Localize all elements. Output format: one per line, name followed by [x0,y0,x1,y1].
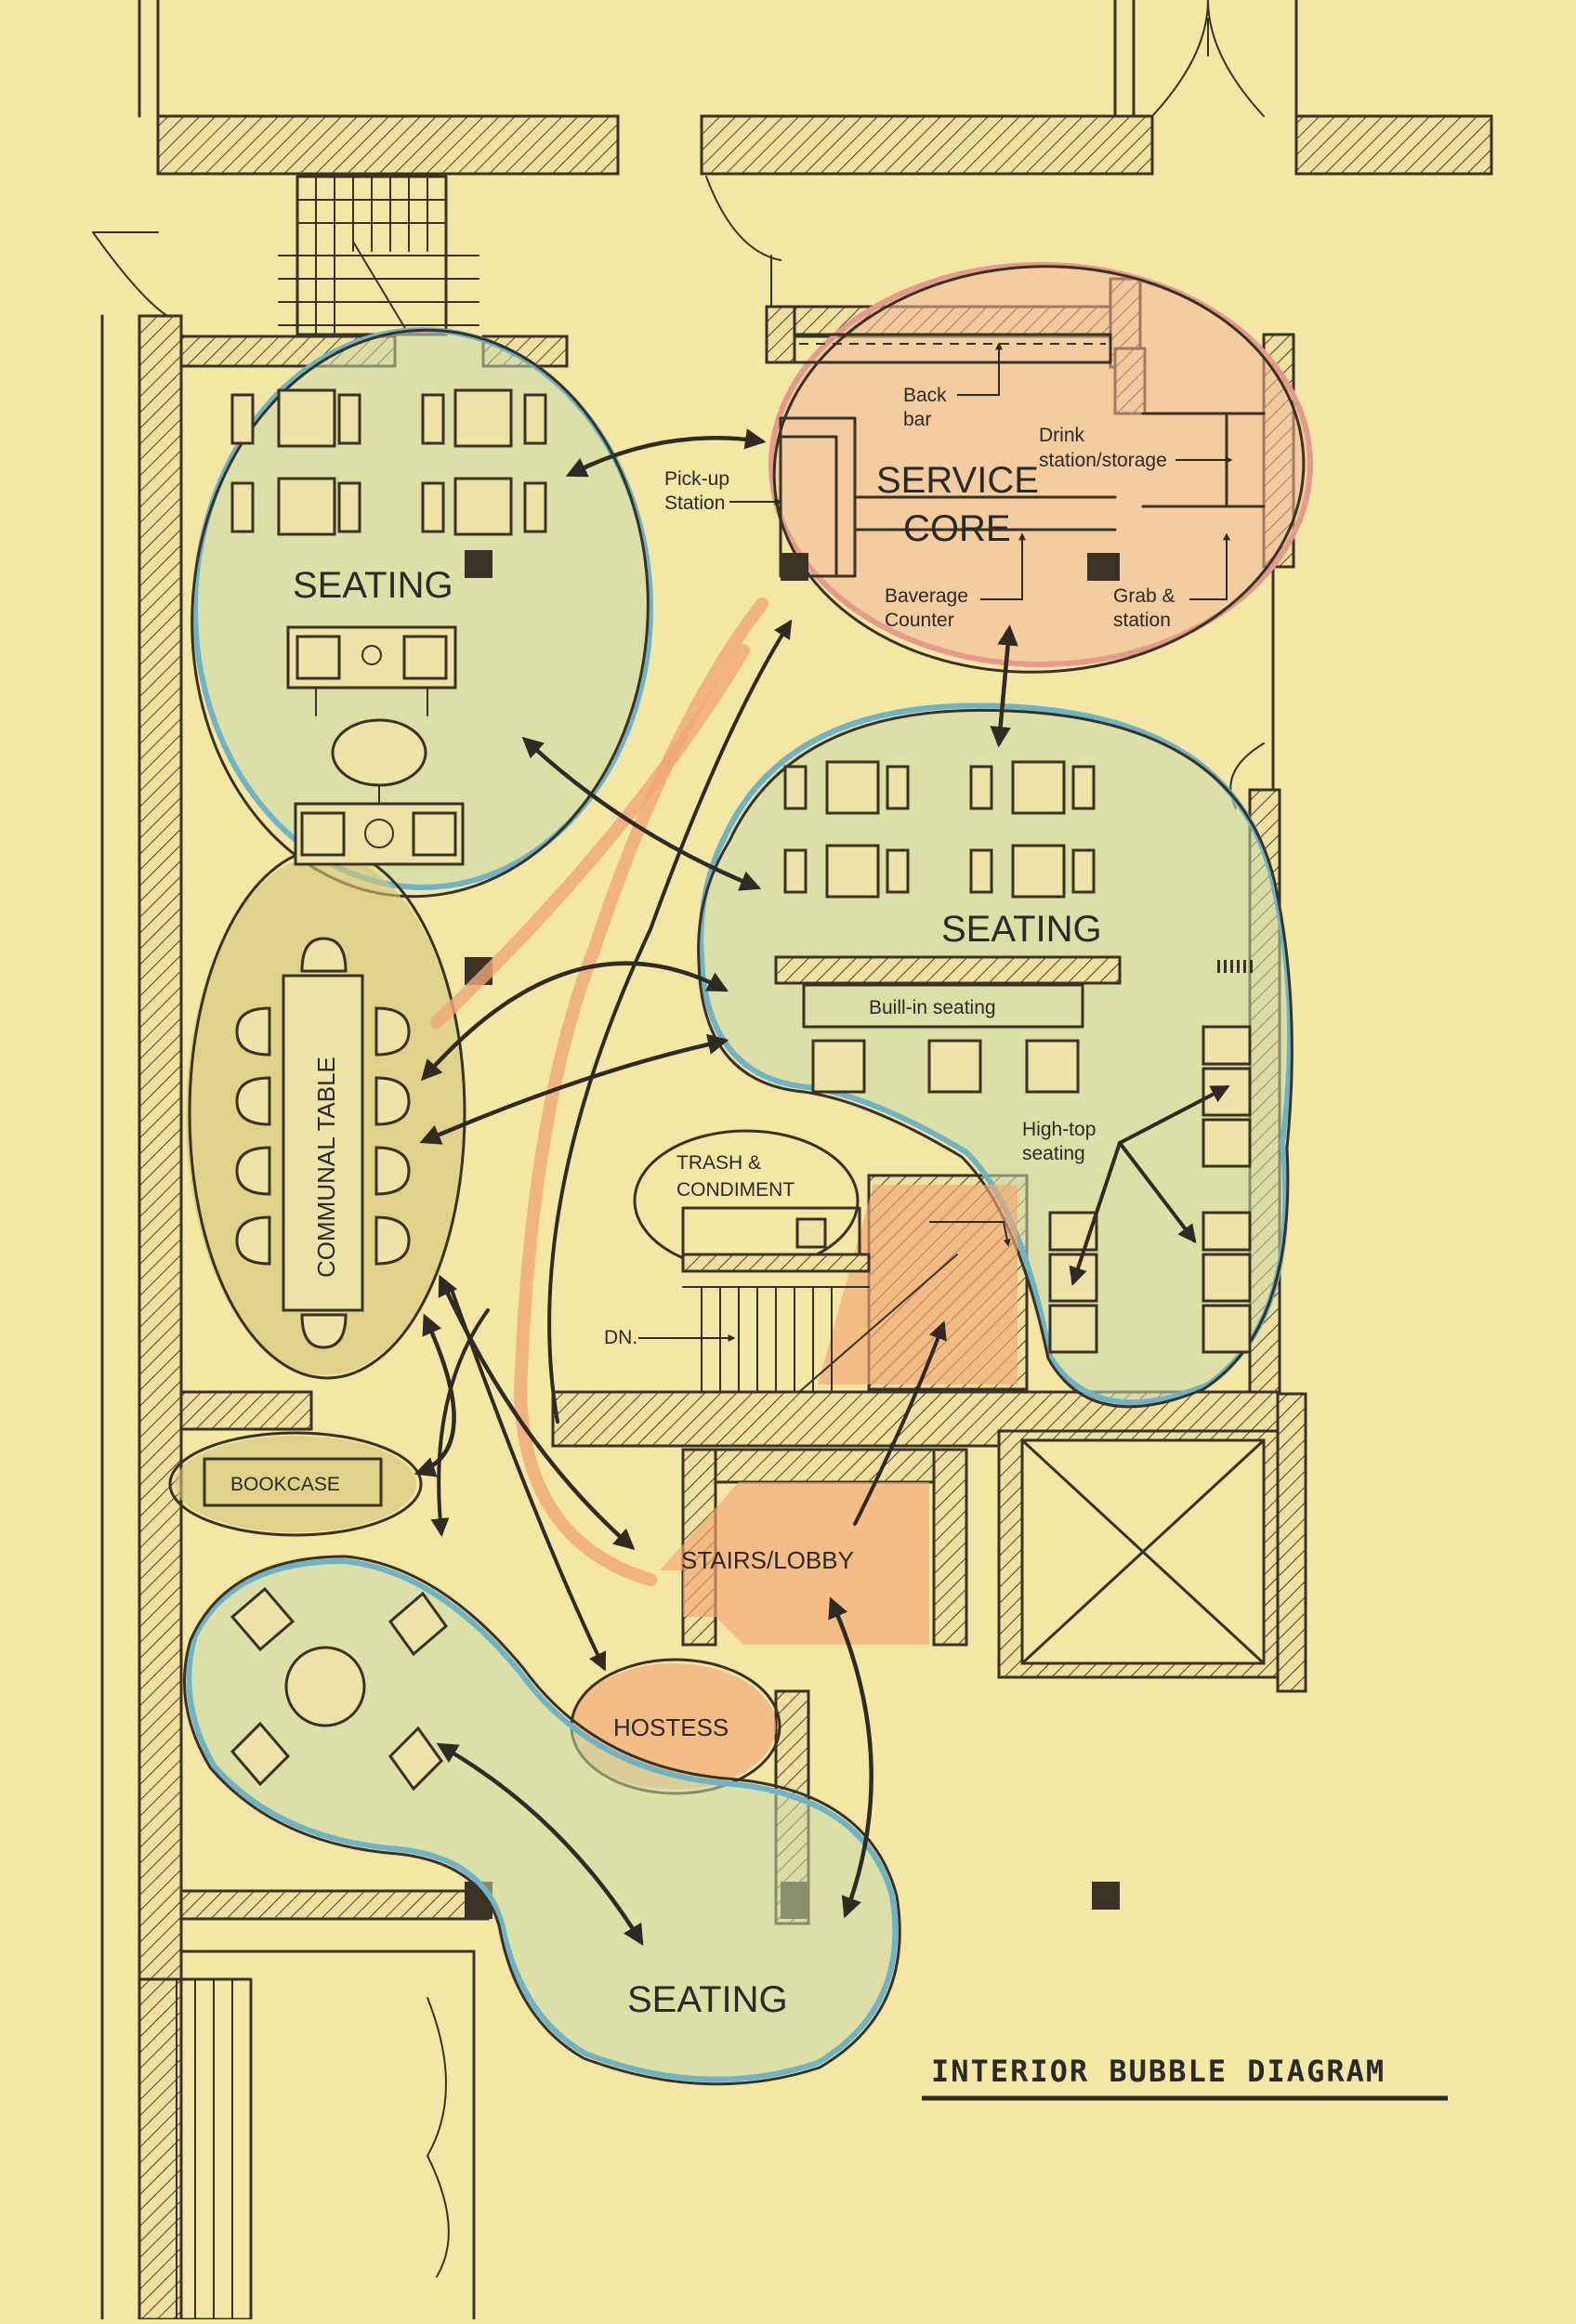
pickup-label-1: Pick-up [664,468,729,490]
hightop-label-2: seating [1022,1143,1085,1164]
builtin-seating-label: Buill-in seating [869,997,996,1018]
seating-top-left-label: SEATING [293,565,453,606]
hightop-label-1: High-top [1022,1119,1096,1140]
seating-bottom-label: SEATING [627,1979,788,2020]
top-stairs [278,175,479,336]
grab-label-2: station [1113,610,1171,631]
trash-label-1: TRASH & [676,1152,761,1174]
callout-leaders [638,342,1233,1342]
service-core-bubble [768,262,1313,667]
seating-right-furniture [774,760,1254,1354]
drink-label-2: station/storage [1039,450,1167,471]
back-bar-label-2: bar [903,409,931,430]
diagram-title: INTERIOR BUBBLE DIAGRAM [922,2054,1448,2101]
title-text: INTERIOR BUBBLE DIAGRAM [931,2054,1386,2089]
hostess-label: HOSTESS [613,1713,729,1741]
service-core-label-2: CORE [903,508,1011,549]
stairs-lobby-label: STAIRS/LOBBY [681,1546,854,1574]
beverage-label-2: Counter [885,610,954,631]
zone-labels: SEATING SERVICE CORE SEATING COMMUNAL TA… [230,460,1102,2020]
trash-label-2: CONDIMENT [676,1179,795,1201]
back-bar-label-1: Back [903,385,947,406]
communal-table-label: COMMUNAL TABLE [312,1057,340,1278]
drink-label-1: Drink [1039,425,1085,446]
relationship-arrows [414,428,1230,1946]
bookcase-label: BOOKCASE [230,1474,340,1495]
trash-and-down-stairs [681,1206,958,1393]
stairs-lobby-bubble [660,1482,929,1645]
door-swings [92,0,1265,2278]
down-label: DN. [604,1327,637,1348]
callout-labels: Back bar Drink station/storage Pick-up S… [604,385,1175,1348]
pickup-label-2: Station [664,492,725,514]
bottom-furniture [138,1457,449,2321]
beverage-label-1: Baverage [885,585,968,607]
seating-top-left-furniture [230,388,547,866]
service-core-fixtures [779,333,1266,581]
grab-label-1: Grab & [1113,585,1175,607]
service-core-label-1: SERVICE [876,460,1039,501]
communal-table-furniture [235,937,411,1349]
seating-right-label: SEATING [941,909,1102,950]
